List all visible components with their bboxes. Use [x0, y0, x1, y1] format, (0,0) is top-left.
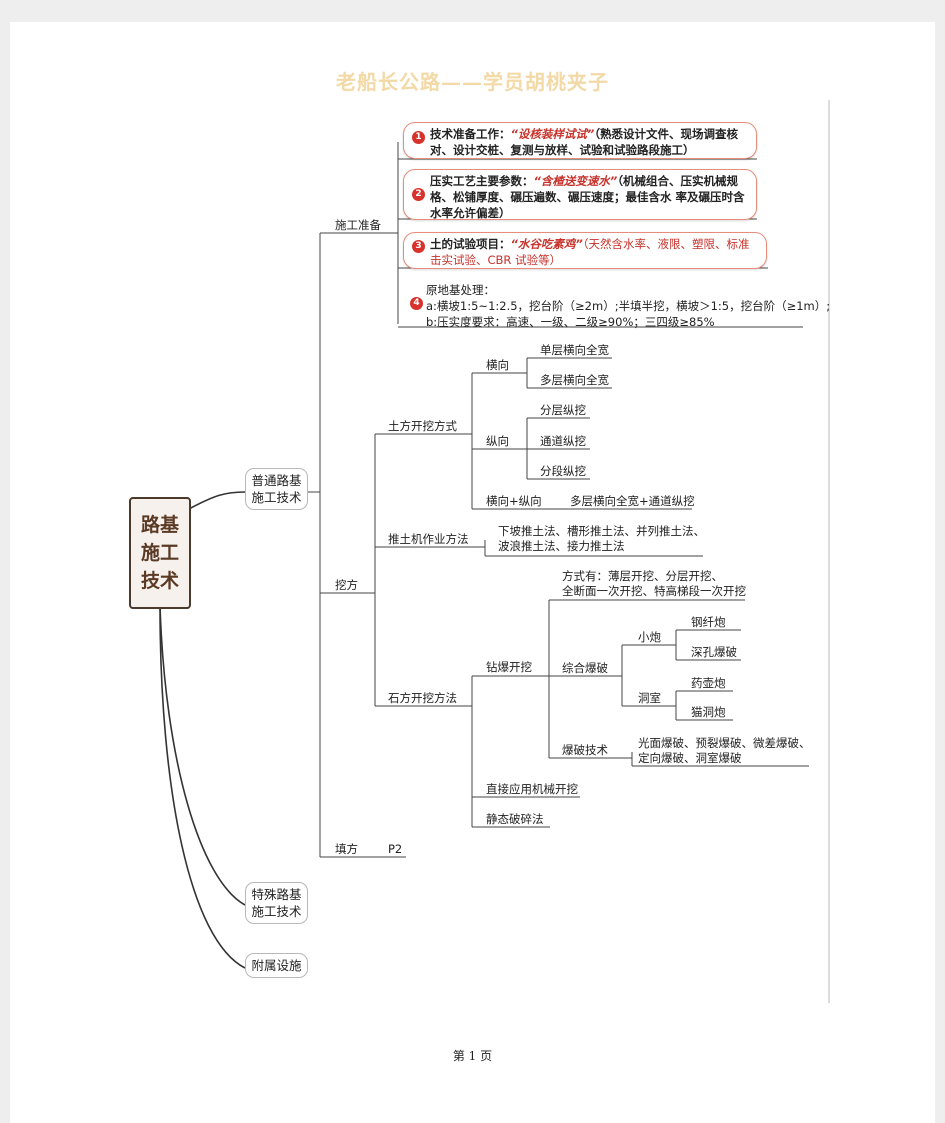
technique-desc-line-1[interactable]: 光面爆破、预裂爆破、微差爆破、	[638, 736, 811, 750]
prep-item-1-lead: 技术准备工作：	[430, 127, 511, 141]
leaf-layered-longitudinal[interactable]: 分层纵挖	[540, 403, 586, 417]
prep-item-2[interactable]: 压实工艺主要参数：“含楂送变速水”（机械组合、压实机械规格、松铺厚度、碾压遍数、…	[403, 169, 757, 220]
node-earthwork[interactable]: 土方开挖方式	[388, 419, 457, 433]
node-blasting-technique[interactable]: 爆破技术	[562, 743, 608, 757]
node-mixed[interactable]: 横向+纵向	[486, 494, 542, 508]
prep-item-3-lead: 土的试验项目：	[430, 237, 511, 251]
node-small-charge[interactable]: 小炮	[638, 630, 661, 644]
prep-item-1-mnemonic: “设核装样试试”	[510, 127, 595, 141]
badge-number-2: 2	[412, 188, 425, 201]
prep-item-3-rest: （天然含水率、液限、塑限、标准击实试验、CBR 试验等）	[430, 237, 750, 267]
node-static-breaking[interactable]: 静态破碎法	[486, 812, 544, 826]
node-longitudinal[interactable]: 纵向	[486, 434, 509, 448]
root-node[interactable]: 路基施工技术	[129, 497, 191, 609]
prep-item-4[interactable]: 原地基处理： a:横坡1:5~1:2.5，挖台阶（≥2m）;半填半挖，横坡＞1:…	[426, 282, 830, 330]
prep-item-2-mnemonic: “含楂送变速水”	[533, 174, 618, 188]
leaf-single-layer[interactable]: 单层横向全宽	[540, 343, 609, 357]
badge-number-3: 3	[412, 240, 425, 253]
branch-common-label: 普通路基施工技术	[251, 473, 302, 505]
branch-common-subgrade[interactable]: 普通路基施工技术	[245, 468, 308, 510]
prep-item-1-rest: （熟悉设计文件、现场调查核对、设计交桩、复测与放样、试验和试验路段施工）	[430, 127, 739, 157]
leaf-multi-layer[interactable]: 多层横向全宽	[540, 373, 609, 387]
fill-page-ref[interactable]: P2	[388, 842, 403, 856]
prep-item-3[interactable]: 土的试验项目：“水谷吃素鸡”（天然含水率、液限、塑限、标准击实试验、CBR 试验…	[403, 232, 767, 269]
prep-item-4-line-2: a:横坡1:5~1:2.5，挖台阶（≥2m）;半填半挖，横坡＞1:5，挖台阶（≥…	[426, 299, 831, 313]
node-mechanical-excavation[interactable]: 直接应用机械开挖	[486, 782, 578, 796]
prep-item-2-lead: 压实工艺主要参数：	[430, 174, 534, 188]
leaf-cat-hole-blast[interactable]: 猫洞炮	[691, 705, 726, 719]
drill-methods-line-2[interactable]: 全断面一次开挖、特高梯段一次开挖	[562, 584, 746, 598]
leaf-mixed-method[interactable]: 多层横向全宽+通道纵挖	[570, 494, 695, 508]
prep-item-3-mnemonic: “水谷吃素鸡”	[510, 237, 583, 251]
bulldozer-desc-line-2[interactable]: 波浪推土法、接力推土法	[498, 539, 625, 553]
node-bulldozer[interactable]: 推土机作业方法	[388, 532, 469, 546]
branch-auxiliary[interactable]: 附属设施	[245, 953, 308, 978]
page-number: 第 1 页	[452, 1049, 493, 1063]
leaf-drill-rod-blast[interactable]: 钢纤炮	[691, 615, 726, 629]
node-combined-blasting[interactable]: 综合爆破	[562, 661, 608, 675]
technique-desc-line-2[interactable]: 定向爆破、洞室爆破	[638, 751, 742, 765]
node-excavation[interactable]: 挖方	[335, 578, 358, 592]
bulldozer-desc-line-1[interactable]: 下坡推土法、槽形推土法、并列推土法、	[498, 524, 705, 538]
node-chamber[interactable]: 洞室	[638, 691, 661, 705]
drill-methods-line-1[interactable]: 方式有：薄层开挖、分层开挖、	[562, 569, 723, 583]
prep-item-4-line-1: 原地基处理：	[426, 283, 495, 297]
node-construction-prep[interactable]: 施工准备	[335, 218, 381, 232]
leaf-pot-blast[interactable]: 药壶炮	[691, 676, 726, 690]
node-drill-blast[interactable]: 钻爆开挖	[486, 660, 532, 674]
branch-special-label: 特殊路基施工技术	[251, 887, 302, 919]
prep-item-2-rest: （机械组合、压实机械规格、松铺厚度、碾压遍数、碾压速度；最佳含水 率及碾压时含水…	[430, 174, 745, 220]
badge-number-4: 4	[410, 297, 423, 310]
page-title: 老船长公路——学员胡桃夹子	[336, 70, 609, 94]
node-transverse[interactable]: 横向	[486, 358, 509, 372]
root-label: 路基施工技术	[140, 514, 179, 592]
node-fill[interactable]: 填方	[335, 842, 358, 856]
prep-item-1[interactable]: 技术准备工作：“设核装样试试”（熟悉设计文件、现场调查核对、设计交桩、复测与放样…	[403, 122, 757, 159]
leaf-segment-longitudinal[interactable]: 分段纵挖	[540, 464, 586, 478]
prep-item-4-line-3: b:压实度要求：高速、一级、二级≥90%；三四级≥85%	[426, 315, 715, 329]
leaf-channel-longitudinal[interactable]: 通道纵挖	[540, 434, 586, 448]
node-rock-excavation[interactable]: 石方开挖方法	[388, 691, 457, 705]
badge-number-1: 1	[412, 131, 425, 144]
branch-auxiliary-label: 附属设施	[251, 958, 302, 973]
leaf-deep-hole-blast[interactable]: 深孔爆破	[691, 645, 737, 659]
branch-special-subgrade[interactable]: 特殊路基施工技术	[245, 882, 308, 924]
